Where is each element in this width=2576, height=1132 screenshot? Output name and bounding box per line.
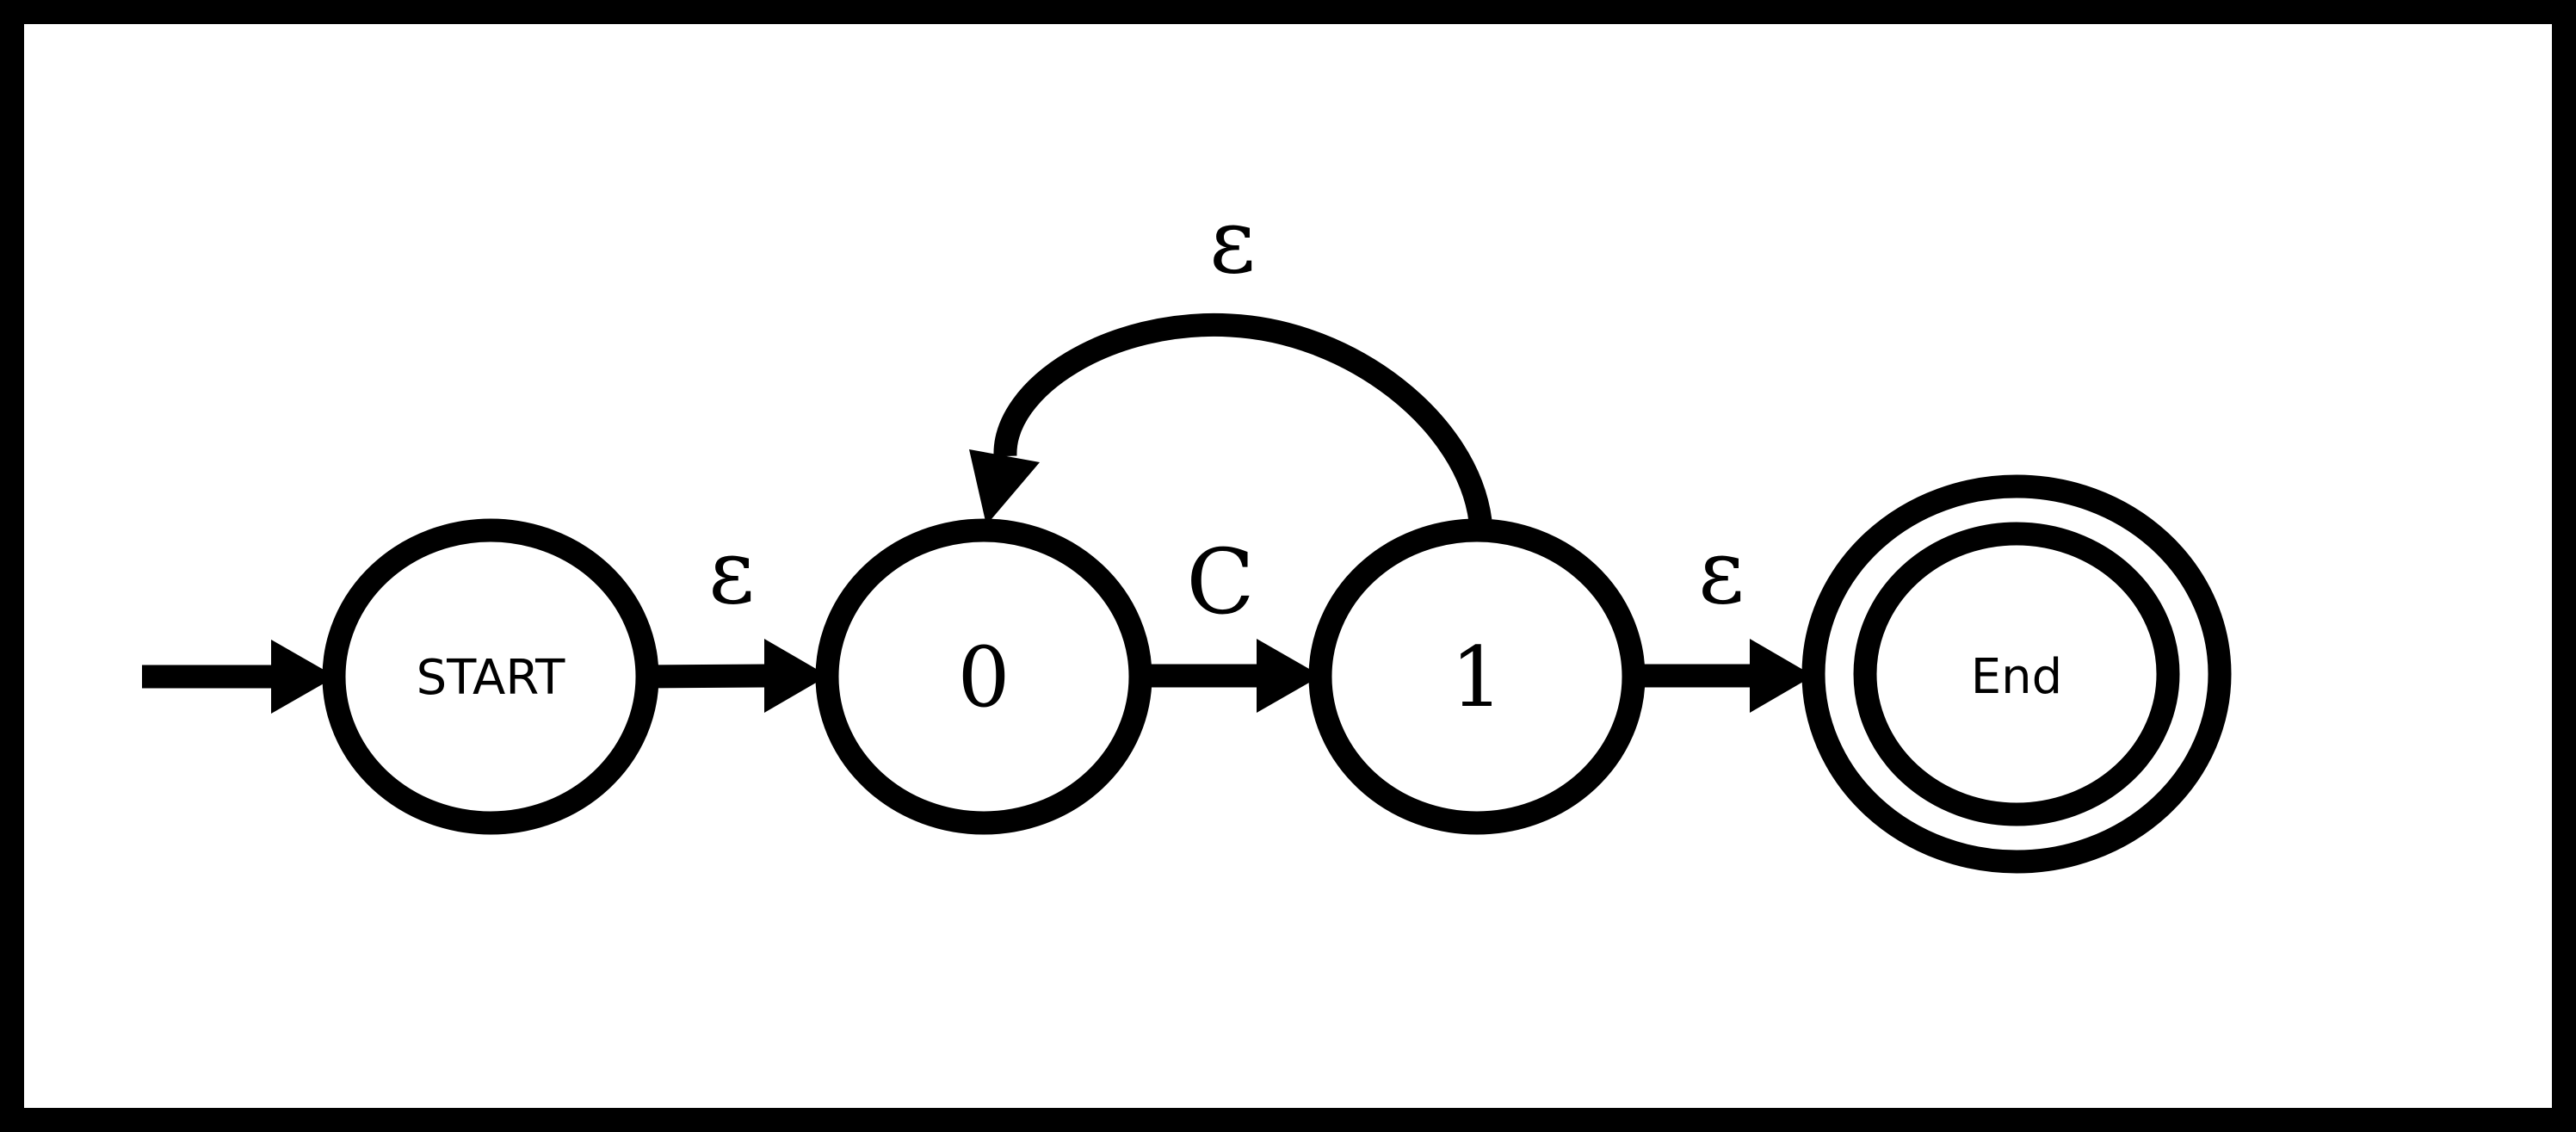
label-1-to-end: ε: [1698, 519, 1745, 624]
edge-0-to-1: [1139, 639, 1321, 713]
label-0-to-1: C: [1186, 529, 1255, 634]
state-start-label: START: [417, 650, 566, 706]
edge-1-to-0-loop: [969, 312, 1492, 525]
state-0: 0: [815, 518, 1152, 835]
state-start: START: [322, 518, 659, 835]
state-0-label: 0: [957, 629, 1010, 726]
edge-1-to-end: [1632, 639, 1813, 713]
state-end-label: End: [1971, 649, 2062, 705]
edge-start-to-0: [646, 639, 828, 713]
state-end: End: [1801, 474, 2232, 874]
entry-arrow: [142, 640, 336, 714]
state-1: 1: [1308, 518, 1646, 835]
label-1-to-0: ε: [1209, 189, 1256, 294]
state-1-label: 1: [1450, 629, 1503, 726]
label-start-to-0: ε: [708, 519, 755, 624]
